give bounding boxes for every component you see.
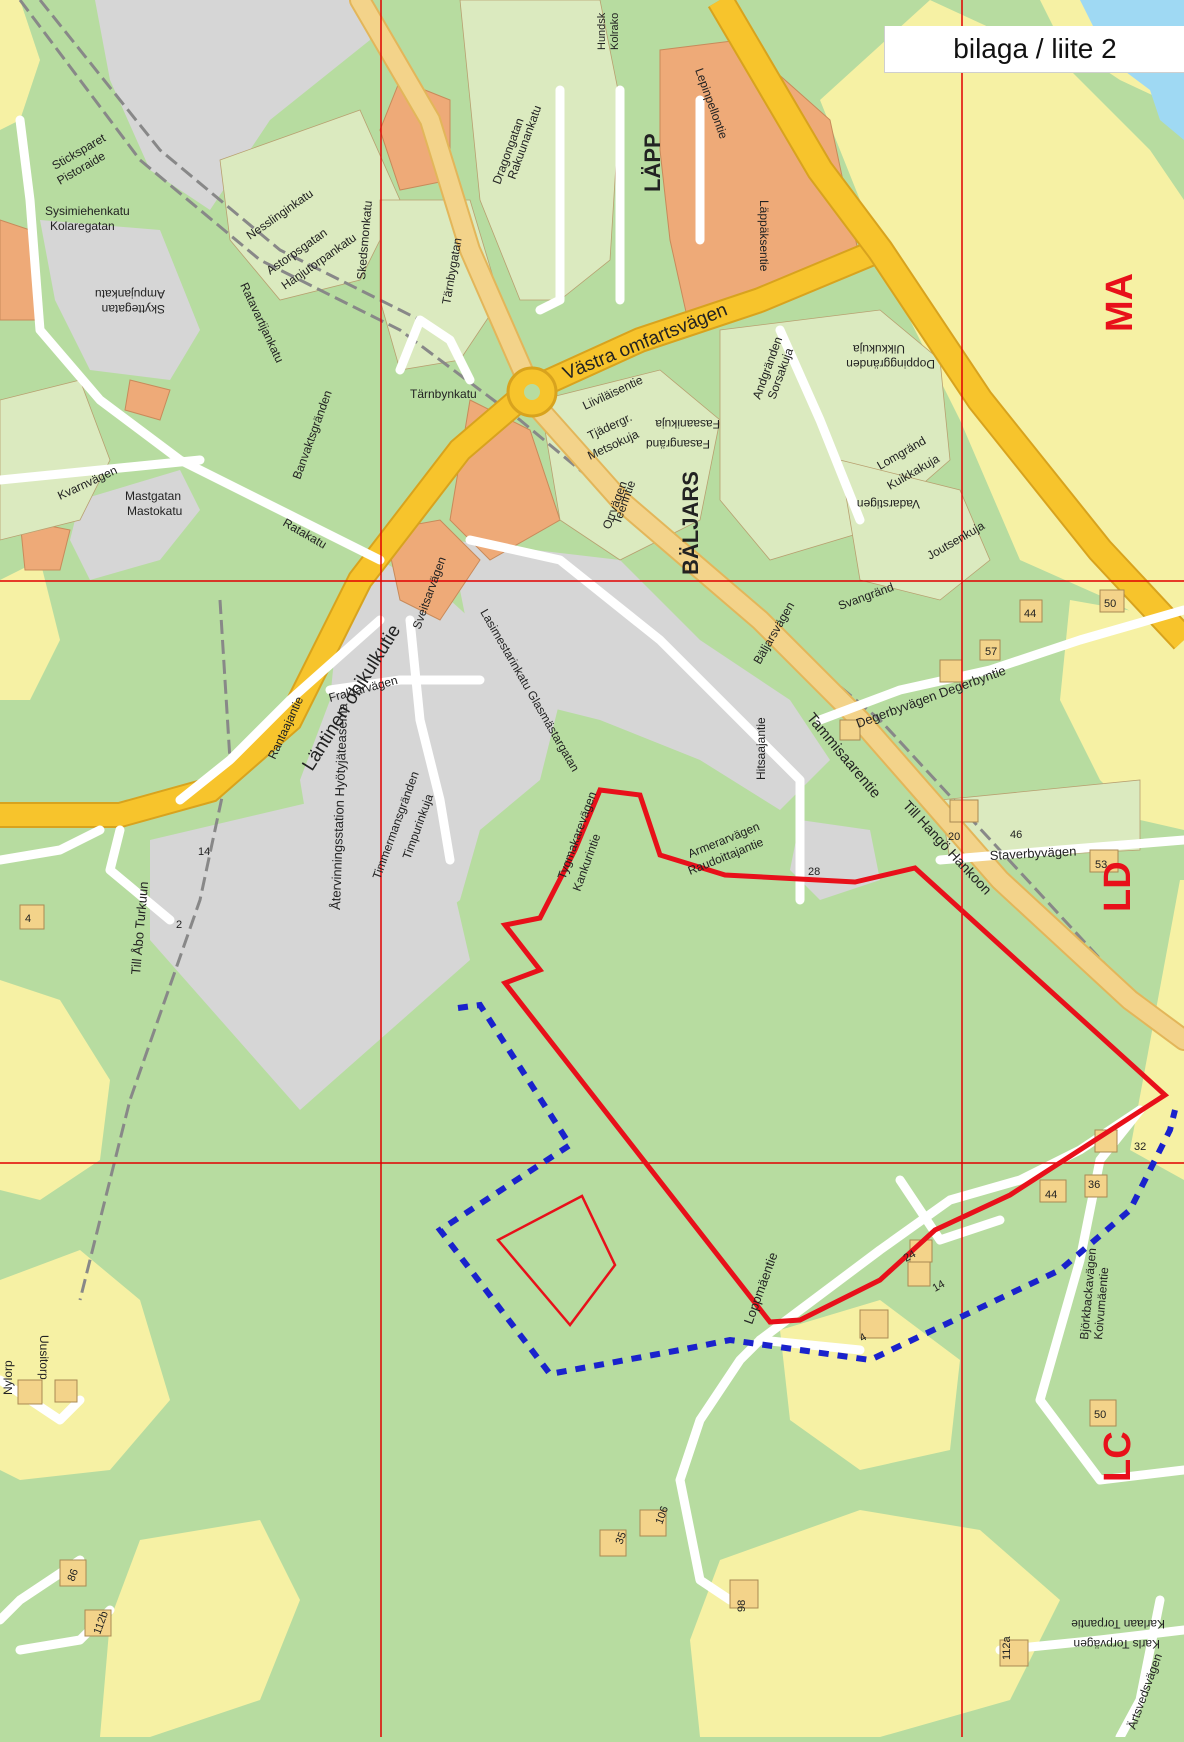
label-mastokatu: Mastokatu bbox=[127, 504, 182, 518]
label-recycling-station: Återvinningsstation Hyötyjäteasema bbox=[328, 702, 350, 910]
label-staverby: Staverbyvägen bbox=[989, 843, 1076, 863]
house-number: 14 bbox=[198, 846, 210, 858]
area-lapp: LÄPP bbox=[640, 133, 665, 192]
label-karls: Karls Torpvägen bbox=[1074, 1637, 1161, 1651]
label-vadarstigen: Vadarstigen bbox=[857, 497, 920, 511]
caption-box: bilaga / liite 2 bbox=[884, 26, 1184, 73]
label-fasangrand: Fasangränd bbox=[646, 437, 710, 451]
railway bbox=[18, 0, 1184, 1301]
label-uusitorp: Uusitorp bbox=[37, 1335, 51, 1380]
house-number: 24 bbox=[902, 1248, 919, 1265]
plan-area-boundary-red[interactable] bbox=[500, 787, 1170, 1325]
house-number: 46 bbox=[1010, 829, 1022, 841]
bypass-road bbox=[0, 239, 885, 826]
inner-area-red[interactable] bbox=[496, 1194, 617, 1328]
house-number: 4 bbox=[25, 913, 31, 925]
label-sysimiehen: Sysimiehenkatu bbox=[45, 204, 130, 218]
buildings bbox=[17, 589, 1125, 1667]
label-hundsk: Hundsk bbox=[596, 12, 608, 50]
label-ampujankatu: Ampujankatu bbox=[95, 287, 165, 301]
label-mastgatan: Mastgatan bbox=[125, 489, 181, 503]
label-skyttegatan: Skyttegatan bbox=[102, 302, 165, 316]
house-number: 106 bbox=[654, 1505, 672, 1526]
residential-lots bbox=[0, 0, 1141, 861]
label-koivumaen: Koivumäentie bbox=[1091, 1266, 1111, 1340]
house-number: 4 bbox=[858, 1331, 869, 1344]
label-hitsaaja: Hitsaajantie bbox=[754, 717, 768, 780]
house-number: 86 bbox=[66, 1567, 81, 1583]
house-number: 50 bbox=[1104, 598, 1116, 610]
label-nylorp: Nylorp bbox=[1, 1360, 15, 1395]
label-uikkukuja: Uikkukuja bbox=[853, 342, 905, 356]
house-number: 14 bbox=[931, 1278, 948, 1295]
house-number: 57 bbox=[985, 646, 997, 658]
house-number: 44 bbox=[1024, 608, 1036, 620]
house-number: 20 bbox=[948, 831, 960, 843]
label-kolaregatan: Kolaregatan bbox=[50, 219, 115, 233]
house-number: 32 bbox=[1134, 1141, 1146, 1153]
house-number: 112a bbox=[1001, 1635, 1013, 1660]
label-karlaan: Karlaan Torpantie bbox=[1071, 1617, 1165, 1631]
zone-ld: LD bbox=[1097, 861, 1139, 912]
house-number: 35 bbox=[614, 1530, 629, 1546]
minor-roads bbox=[0, 85, 1184, 1742]
tammisaarentie-road bbox=[351, 0, 1184, 1049]
caption-text: bilaga / liite 2 bbox=[953, 33, 1117, 64]
house-number: 2 bbox=[176, 919, 182, 931]
zone-ma: MA bbox=[1099, 273, 1141, 332]
house-number: 98 bbox=[736, 1600, 748, 1612]
hanko-road bbox=[709, 0, 1184, 649]
planning-boundary-blue bbox=[435, 1001, 1178, 1378]
house-number: 50 bbox=[1094, 1409, 1106, 1421]
house-number: 53 bbox=[1095, 859, 1107, 871]
label-tarnbynkatu: Tärnbynkatu bbox=[410, 387, 477, 401]
label-lappaksen: Läppäksentie bbox=[757, 200, 771, 272]
area-baljars: BÄLJARS bbox=[678, 471, 703, 575]
house-number: 44 bbox=[1045, 1189, 1057, 1201]
zone-lc: LC bbox=[1097, 1431, 1139, 1482]
roundabout-center bbox=[524, 384, 540, 400]
label-kolrako: Kolrako bbox=[609, 13, 621, 50]
label-dopping: Doppinggränden bbox=[846, 357, 935, 371]
house-number: 36 bbox=[1088, 1179, 1100, 1191]
label-skedsmon: Skedsmonkatu bbox=[354, 200, 375, 280]
house-number: 28 bbox=[808, 866, 820, 878]
label-fasaanikuja: Fasaanikuja bbox=[655, 417, 720, 431]
